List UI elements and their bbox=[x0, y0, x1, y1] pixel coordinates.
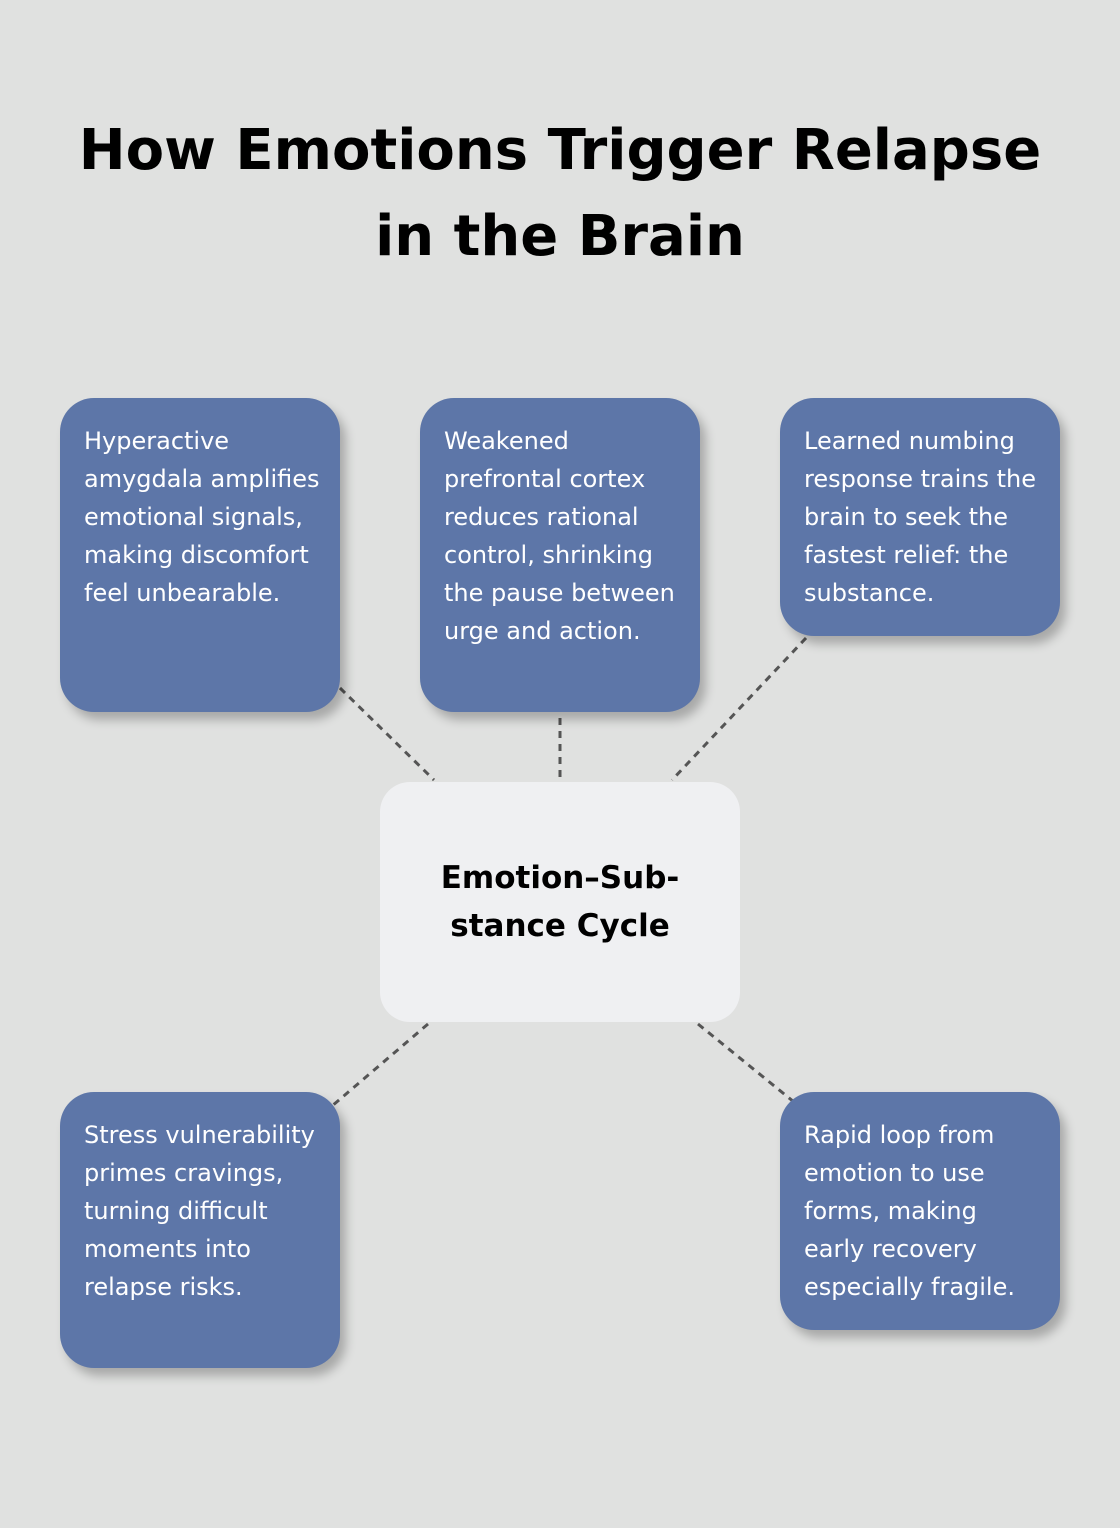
connector-line-5 bbox=[697, 1022, 795, 1104]
connector-line-1 bbox=[338, 686, 436, 782]
factor-node-amygdala: Hyperactive amygdala amplifies emotional… bbox=[60, 398, 340, 712]
center-node: Emotion–Sub-stance Cycle bbox=[380, 782, 740, 1022]
factor-node-prefrontal-cortex: Weakened prefrontal cortex reduces ratio… bbox=[420, 398, 700, 712]
diagram-title: How Emotions Trigger Relapse in the Brai… bbox=[78, 118, 1042, 269]
center-node-label: Emotion–Sub-stance Cycle bbox=[440, 860, 680, 944]
factor-node-numbing-response: Learned numbing response trains the brai… bbox=[780, 398, 1060, 636]
factor-node-stress-vulnerability: Stress vulnerability primes cravings, tu… bbox=[60, 1092, 340, 1368]
factor-node-rapid-loop: Rapid loop from emotion to use forms, ma… bbox=[780, 1092, 1060, 1330]
connector-line-4 bbox=[331, 1022, 429, 1108]
connector-line-3 bbox=[670, 636, 808, 782]
